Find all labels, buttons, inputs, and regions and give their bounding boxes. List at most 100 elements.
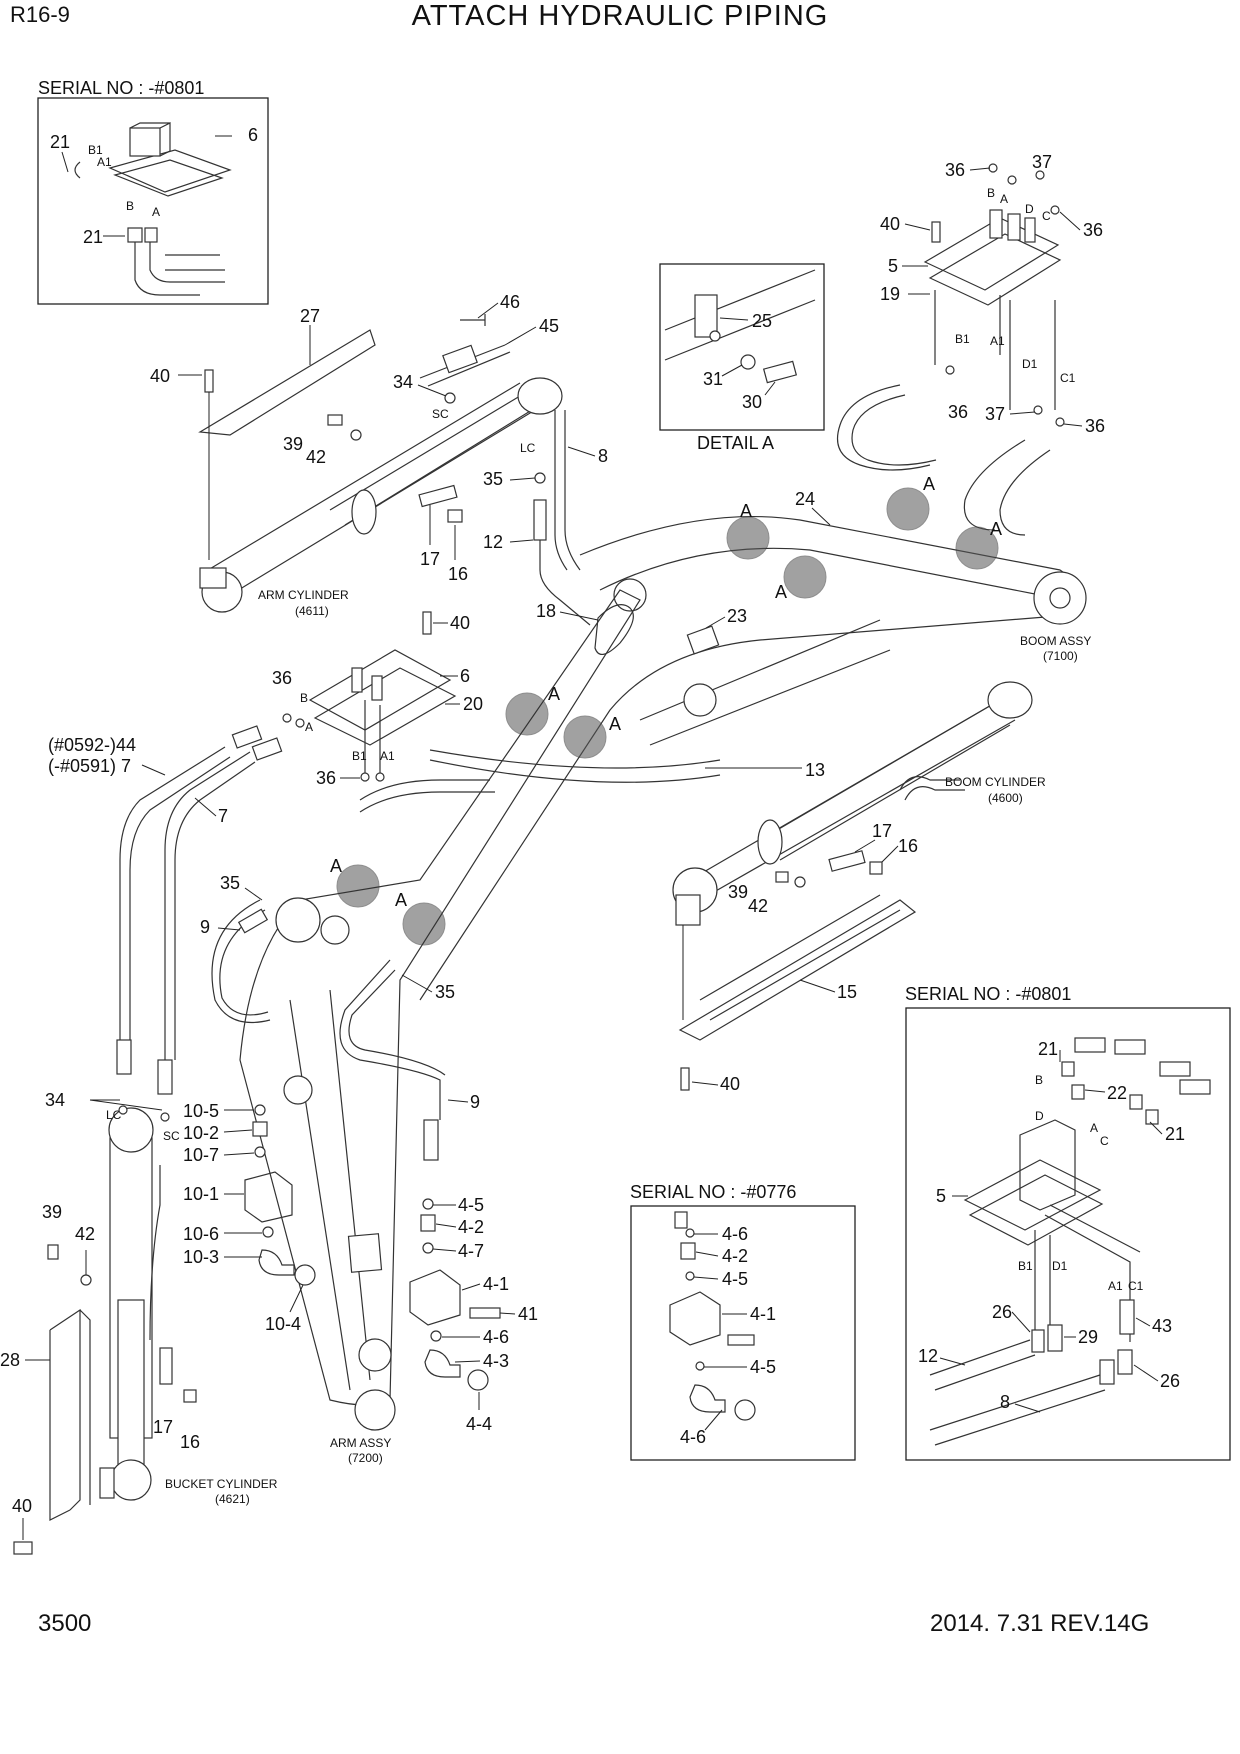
- hoses-7-44: (#0592-)44 (-#0591) 7 7: [48, 725, 283, 1095]
- port-label-sc: SC: [432, 407, 449, 421]
- callout-17: 17: [153, 1417, 173, 1437]
- callout-6: 6: [460, 666, 470, 686]
- assembly-boom-name: BOOM ASSY: [1020, 634, 1091, 648]
- detail-mark-a: A: [395, 890, 407, 910]
- detail-mark-a: A: [609, 714, 621, 734]
- callout-5: 5: [936, 1186, 946, 1206]
- callout-8: 8: [1000, 1392, 1010, 1412]
- callout-39: 39: [42, 1202, 62, 1222]
- callout-12: 12: [918, 1346, 938, 1366]
- callout-15: 15: [837, 982, 857, 1002]
- callout-16: 16: [448, 564, 468, 584]
- callout-10-6: 10-6: [183, 1224, 219, 1244]
- callout-36: 36: [1085, 416, 1105, 436]
- callout-4-1: 4-1: [750, 1304, 776, 1324]
- port-label-a1: A1: [990, 334, 1005, 348]
- serial-label-middle: SERIAL NO : -#0776: [630, 1182, 796, 1202]
- port-label-c1: C1: [1128, 1279, 1144, 1293]
- callout-40: 40: [12, 1496, 32, 1516]
- callout-37: 37: [985, 404, 1005, 424]
- port-label-d: D: [1035, 1109, 1044, 1123]
- callout-24: 24: [795, 489, 815, 509]
- callout-34: 34: [45, 1090, 65, 1110]
- assembly-arm-code: (7200): [348, 1451, 383, 1465]
- model-code: R16-9: [10, 2, 70, 27]
- arm-assembly: ARM ASSY (7200) 9 35 9 35: [200, 589, 641, 1465]
- callout-28: 28: [0, 1350, 20, 1370]
- assembly-arm-name: ARM ASSY: [330, 1436, 391, 1450]
- assembly-arm-cylinder-name: ARM CYLINDER: [258, 588, 349, 602]
- callout-42: 42: [748, 896, 768, 916]
- port-label-sc: SC: [163, 1129, 180, 1143]
- port-label-a1: A1: [97, 155, 112, 169]
- callout-37: 37: [1032, 152, 1052, 172]
- callout-27: 27: [300, 306, 320, 326]
- callout-39: 39: [728, 882, 748, 902]
- port-label-a: A: [152, 205, 160, 219]
- page-number: 3500: [38, 1610, 92, 1637]
- port-label-d: D: [1025, 202, 1034, 216]
- callout-10-1: 10-1: [183, 1184, 219, 1204]
- top-right-valve-group: 36 37 40 36 5 19 36 37 36 B A C D B1 A1 …: [836, 152, 1105, 536]
- page-title: ATTACH HYDRAULIC PIPING: [411, 0, 829, 32]
- port-label-d1: D1: [1022, 357, 1038, 371]
- callout-19: 19: [880, 284, 900, 304]
- callout-35: 35: [435, 982, 455, 1002]
- detail-mark-a: A: [775, 582, 787, 602]
- port-label-d1: D1: [1052, 1259, 1068, 1273]
- port-label-b: B: [1035, 1073, 1043, 1087]
- callout-4-6: 4-6: [483, 1327, 509, 1347]
- callout-9: 9: [470, 1092, 480, 1112]
- callout-17: 17: [872, 821, 892, 841]
- port-label-a: A: [1000, 192, 1008, 206]
- callout-41: 41: [518, 1304, 538, 1324]
- callout-29: 29: [1078, 1327, 1098, 1347]
- callout-7: (-#0591) 7: [48, 756, 131, 776]
- callout-39: 39: [283, 434, 303, 454]
- boom-cylinder-group: BOOM CYLINDER (4600) 17 16 39 42: [672, 681, 1046, 1020]
- port-label-b1: B1: [352, 749, 367, 763]
- assembly-arm-cylinder-code: (4611): [295, 604, 329, 618]
- callout-10-7: 10-7: [183, 1145, 219, 1165]
- mid-left-valve-group: 40 36 B A 6 20 B1 A1 36: [272, 611, 495, 813]
- serial-box-top-left: SERIAL NO : -#0801 21 6 21 B1 A1 B A: [37, 78, 269, 305]
- port-label-c: C: [1100, 1134, 1109, 1148]
- callout-10-3: 10-3: [183, 1247, 219, 1267]
- callout-4-1: 4-1: [483, 1274, 509, 1294]
- callout-35: 35: [483, 469, 503, 489]
- detail-mark-a: A: [330, 856, 342, 876]
- callout-6: 6: [248, 125, 258, 145]
- detail-a-label: DETAIL A: [697, 433, 774, 453]
- callout-4-3: 4-3: [483, 1351, 509, 1371]
- callout-4-7: 4-7: [458, 1241, 484, 1261]
- assembly-boom-cylinder-name: BOOM CYLINDER: [945, 775, 1046, 789]
- callout-43: 43: [1152, 1316, 1172, 1336]
- detail-marks: A A A A A A A A: [330, 474, 1002, 946]
- callout-10-5: 10-5: [183, 1101, 219, 1121]
- serial-box-right: SERIAL NO : -#0801 43 5 21 22 21 B D A C…: [905, 984, 1231, 1461]
- callout-4-5: 4-5: [750, 1357, 776, 1377]
- callout-42: 42: [75, 1224, 95, 1244]
- assembly-bucket-cylinder-name: BUCKET CYLINDER: [165, 1477, 278, 1491]
- callout-36: 36: [272, 668, 292, 688]
- callout-21: 21: [1038, 1039, 1058, 1059]
- callout-44: (#0592-)44: [48, 735, 136, 755]
- callout-22: 22: [1107, 1083, 1127, 1103]
- callout-4-6: 4-6: [680, 1427, 706, 1447]
- callout-40: 40: [720, 1074, 740, 1094]
- port-label-b1: B1: [88, 143, 103, 157]
- callout-4-5: 4-5: [722, 1269, 748, 1289]
- callout-26: 26: [1160, 1371, 1180, 1391]
- callout-17: 17: [420, 549, 440, 569]
- port-label-b1: B1: [955, 332, 970, 346]
- callout-36: 36: [945, 160, 965, 180]
- callout-30: 30: [742, 392, 762, 412]
- manifold-10: 10-5 10-2 10-7 10-1 10-6 10-3 10-4: [183, 1101, 316, 1334]
- callout-34: 34: [393, 372, 413, 392]
- callout-21: 21: [1165, 1124, 1185, 1144]
- callout-36: 36: [948, 402, 968, 422]
- callout-4-5: 4-5: [458, 1195, 484, 1215]
- port-label-a1: A1: [380, 749, 395, 763]
- callout-40: 40: [880, 214, 900, 234]
- callout-7: 7: [218, 806, 228, 826]
